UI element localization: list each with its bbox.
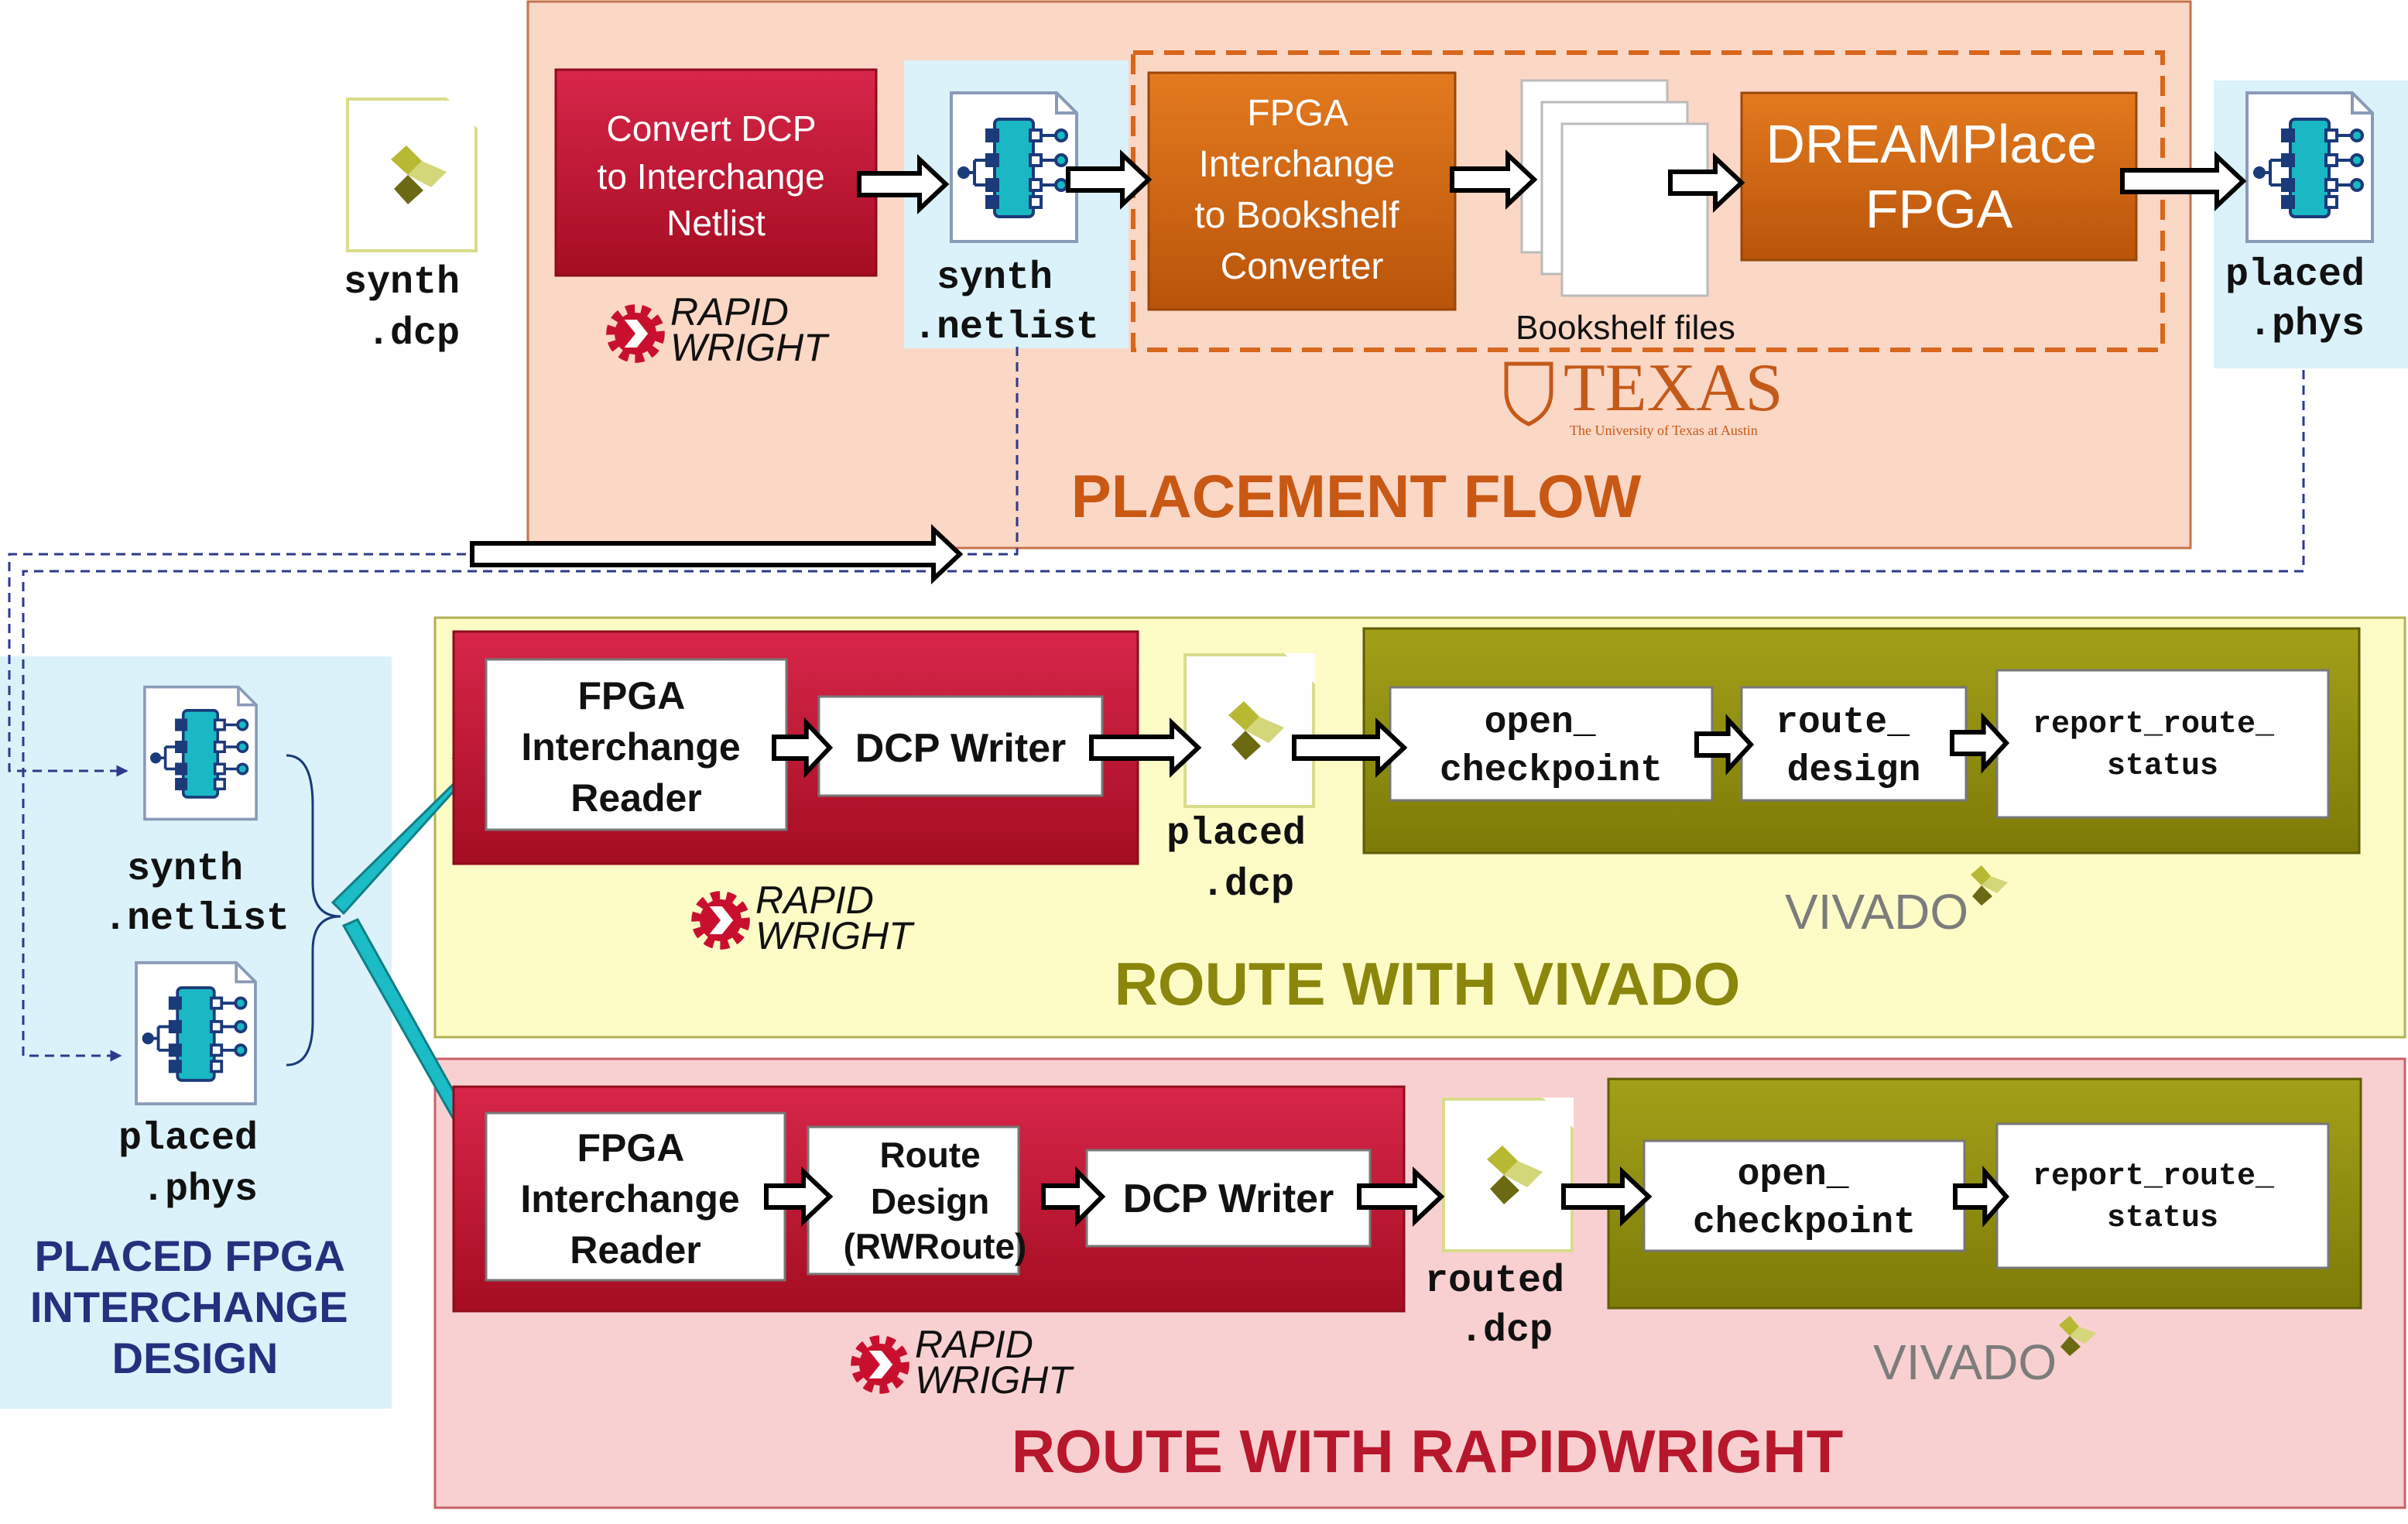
- bookshelf-files-label: Bookshelf files: [1516, 309, 1735, 347]
- svg-text:RAPIDWRIGHT: RAPIDWRIGHT: [755, 878, 915, 957]
- placed-design-synth-netlist-icon: [145, 687, 256, 820]
- vivado-logo-rw-row: VIVADO: [1873, 1316, 2096, 1390]
- synth-netlist-icon: [951, 93, 1077, 241]
- vivado-report-route-status-box[interactable]: [1995, 669, 2330, 819]
- bookshelf-files-icon: [1520, 79, 1709, 297]
- dashed-connectors: [8, 347, 2305, 1062]
- rw-interchange-reader-box[interactable]: [485, 1111, 786, 1282]
- vivado-mark-icon: [2059, 1316, 2096, 1356]
- vivado-logo: VIVADO: [1785, 865, 2008, 940]
- arrow-netlist-to-converter: [1066, 149, 1153, 210]
- flow-arrows: [470, 149, 2247, 1228]
- placed-dcp-label: placed .dcp: [1166, 812, 1329, 907]
- vivado-report-route-status-label: report_route_ status: [2033, 707, 2293, 784]
- rw-route-design-label: Route Design (RWRoute): [844, 1135, 1027, 1266]
- convert-dcp-box[interactable]: [554, 68, 878, 277]
- placement-flow-title: PLACEMENT FLOW: [1071, 462, 1642, 530]
- rapidwright-logo-line1: RAPID: [915, 1323, 1033, 1366]
- svg-text:TEXAS: TEXAS: [1564, 351, 1783, 426]
- rw-open-checkpoint-label: open_ checkpoint: [1693, 1154, 1916, 1244]
- rapidwright-logo-line2: WRIGHT: [670, 326, 830, 369]
- arrow-route-to-report: [1950, 712, 2010, 774]
- dreamplace-fpga-label: DREAMPlace FPGA: [1766, 114, 2112, 239]
- arrow-rwroute-to-dcpwriter: [1041, 1166, 1106, 1228]
- synth-netlist-label: synth .netlist: [913, 256, 1099, 350]
- arrow-synth-dcp-to-convert: [470, 524, 964, 584]
- svg-text:VIVADO: VIVADO: [1873, 1334, 2057, 1390]
- arrow-routed-dcp-to-open: [1561, 1166, 1653, 1227]
- arrow-open-to-route: [1694, 714, 1755, 776]
- vivado-open-checkpoint-label: open_ checkpoint: [1440, 702, 1663, 792]
- dreamplace-fpga-box[interactable]: [1740, 91, 2138, 262]
- arrow-converter-to-bookshelf: [1450, 149, 1538, 210]
- svg-text:RAPIDWRIGHT: RAPIDWRIGHT: [915, 1323, 1074, 1402]
- bookshelf-converter-box[interactable]: [1147, 71, 1457, 311]
- rapidwright-logo-line1: RAPID: [670, 290, 789, 334]
- vivado-route-design-box[interactable]: [1740, 686, 1968, 802]
- arrow-convert-to-netlist: [857, 154, 950, 214]
- placed-phys-icon: [2247, 93, 2372, 241]
- rapidwright-logo-line1: RAPID: [755, 878, 874, 922]
- routed-dcp-icon: [1444, 1098, 1574, 1251]
- bookshelf-converter-label: FPGA Interchange to Bookshelf Converter: [1194, 93, 1410, 287]
- vivado-interchange-reader-label: FPGA Interchange Reader: [521, 674, 751, 820]
- placed-design-placed-phys-icon: [136, 963, 255, 1104]
- svg-text:The University of Texas at Aus: The University of Texas at Austin: [1570, 423, 1758, 438]
- route-rapidwright-title: ROUTE WITH RAPIDWRIGHT: [1012, 1417, 1844, 1485]
- rw-dcp-writer-box[interactable]: [1085, 1149, 1372, 1248]
- arrow-dreamplace-to-placed: [2120, 151, 2247, 211]
- svg-text:VIVADO: VIVADO: [1785, 884, 1968, 940]
- ut-seal-icon: [1504, 361, 1553, 426]
- texas-logo: TEXAS The University of Texas at Austin: [1504, 351, 1783, 438]
- routed-dcp-label: routed .dcp: [1425, 1259, 1588, 1353]
- synth-dcp-label: synth .dcp: [344, 261, 483, 356]
- convert-dcp-box-label: Convert DCP to Interchange Netlist: [598, 108, 835, 243]
- placed-design-placed-phys-label: placed .phys: [118, 1117, 281, 1212]
- vivado-mark-icon: [1971, 865, 2008, 906]
- arrow-dcpwriter-to-routed-dcp: [1357, 1166, 1445, 1227]
- placed-design-title: PLACED FPGA INTERCHANGE DESIGN: [30, 1231, 360, 1382]
- input-brace: [286, 754, 341, 1067]
- rw-interchange-reader-label: FPGA Interchange Reader: [520, 1126, 750, 1272]
- placed-phys-label: placed .phys: [2225, 253, 2388, 347]
- vivado-interchange-reader-box[interactable]: [485, 658, 788, 831]
- route-vivado-title: ROUTE WITH VIVADO: [1115, 950, 1741, 1018]
- arrow-bookshelf-to-dreamplace: [1668, 152, 1745, 213]
- vivado-open-checkpoint-box[interactable]: [1389, 686, 1714, 802]
- placed-design-synth-netlist-label: synth .netlist: [104, 848, 289, 941]
- arrow-dcpwriter-to-placed-dcp: [1089, 717, 1202, 778]
- arrow-reader-to-dcpwriter-vivado: [772, 717, 834, 779]
- synth-dcp-icon: [348, 98, 478, 251]
- placed-dcp-icon: [1185, 653, 1315, 807]
- rw-report-route-status-label: report_route_ status: [2033, 1159, 2293, 1236]
- texas-tools-frame: [1131, 50, 2165, 352]
- arrow-placed-dcp-to-open: [1292, 717, 1408, 778]
- rw-route-design-box[interactable]: [807, 1125, 1020, 1276]
- arrow-reader-to-rwroute: [764, 1166, 834, 1227]
- vivado-route-design-label: route_ design: [1776, 702, 1932, 792]
- vivado-dcp-writer-label: DCP Writer: [855, 726, 1067, 771]
- svg-text:RAPIDWRIGHT: RAPIDWRIGHT: [670, 290, 830, 369]
- rapidwright-logo-line2: WRIGHT: [755, 914, 915, 957]
- rapidwright-logo-line2: WRIGHT: [915, 1358, 1074, 1402]
- rw-dcp-writer-label: DCP Writer: [1123, 1176, 1334, 1221]
- arrow-open-to-report-rw: [1953, 1165, 2009, 1228]
- rw-report-route-status-box[interactable]: [1995, 1122, 2330, 1269]
